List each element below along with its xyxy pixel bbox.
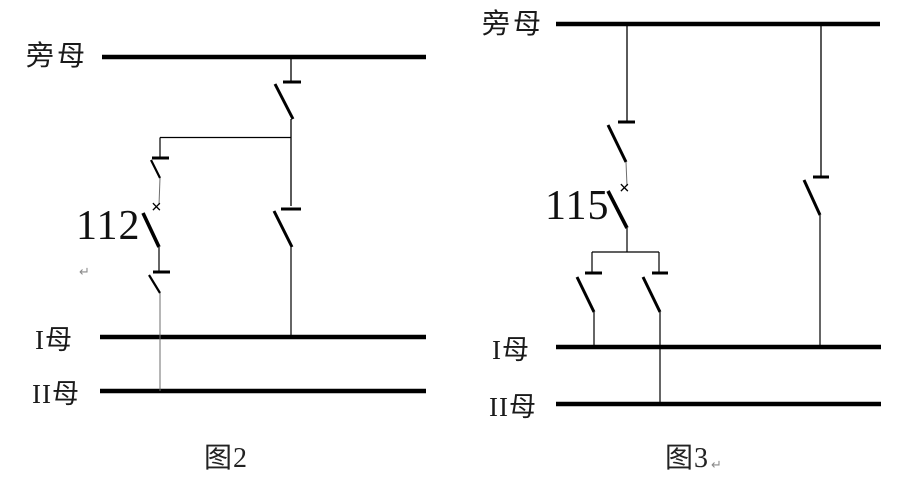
fig3-paragraph-mark-icon: ↵ bbox=[711, 458, 722, 473]
fig2-disconnector3-blade bbox=[150, 159, 161, 179]
fig2-breaker-blade bbox=[141, 212, 161, 248]
fig2-left-mid-line bbox=[158, 177, 161, 206]
fig3-disconnector1-blade bbox=[606, 124, 628, 163]
fig2-bus2-label: II母 bbox=[32, 379, 80, 409]
fig3-breaker-blade bbox=[606, 190, 629, 229]
fig3-breaker-x-icon: × bbox=[619, 178, 630, 199]
figure2-drawing bbox=[100, 54, 426, 394]
fig2-breaker-id-label: 112 bbox=[76, 203, 141, 249]
fig3-right-blade bbox=[802, 179, 822, 216]
fig3-fork-right-blade bbox=[641, 276, 662, 313]
fig2-paragraph-mark-icon: ↵ bbox=[79, 265, 90, 280]
fig3-bus1-label: I母 bbox=[492, 335, 530, 365]
fig2-disconnector4-blade bbox=[148, 274, 161, 294]
figure3-drawing bbox=[556, 21, 881, 407]
fig2-bus1-label: I母 bbox=[35, 325, 73, 355]
fig2-disconnector2-blade bbox=[272, 210, 294, 248]
fig3-bus2-label: II母 bbox=[489, 392, 537, 422]
fig3-bypass-bus-label: 旁母 bbox=[482, 9, 545, 40]
fig3-breaker-id-label: 115 bbox=[545, 183, 610, 229]
fig3-caption: 图3 bbox=[665, 443, 710, 474]
fig2-breaker-x-icon: × bbox=[151, 197, 162, 218]
fig2-bypass-bus-label: 旁母 bbox=[26, 41, 89, 72]
fig3-fork-left-blade bbox=[575, 276, 596, 313]
fig3-mid-gap-line bbox=[625, 161, 628, 187]
fig2-disconnector1-blade bbox=[273, 83, 295, 120]
fig2-caption: 图2 bbox=[204, 443, 249, 474]
